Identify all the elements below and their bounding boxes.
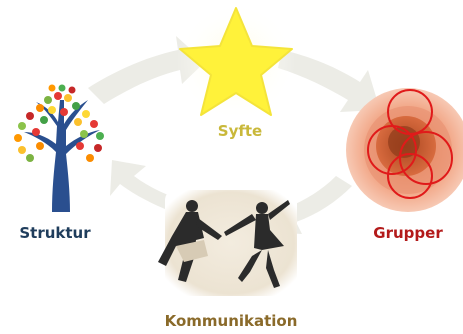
arrow-struktur-to-syfte: [88, 36, 205, 104]
grupper-label: Grupper: [373, 224, 443, 242]
kommunikation-label: Kommunikation: [164, 312, 298, 330]
dancing-couple-icon: [158, 190, 297, 296]
syfte-star: [176, 2, 296, 122]
arrow-syfte-to-grupper: [278, 50, 380, 112]
syfte-label: Syfte: [217, 122, 263, 140]
tree-leaves: [14, 84, 104, 162]
tree-icon: [14, 84, 104, 212]
struktur-label: Struktur: [19, 224, 91, 242]
star-icon: [179, 7, 293, 116]
circles-icon: [346, 88, 463, 212]
